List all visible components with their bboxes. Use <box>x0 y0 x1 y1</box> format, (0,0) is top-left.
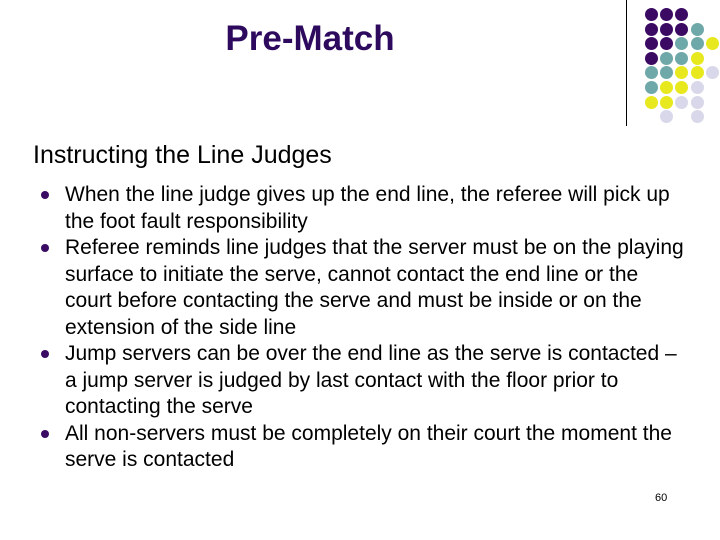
decorative-dot <box>660 66 674 80</box>
decorative-dot <box>660 95 674 109</box>
decorative-dot <box>660 110 674 124</box>
bullet-item: All non-servers must be completely on th… <box>33 421 688 474</box>
decorative-dot <box>690 66 704 80</box>
slide-body: Instructing the Line Judges When the lin… <box>33 140 688 474</box>
bullet-dot-icon <box>41 191 49 199</box>
decorative-dot <box>675 95 689 109</box>
bullet-item: Referee reminds line judges that the ser… <box>33 235 688 341</box>
decorative-dot <box>645 66 658 80</box>
decorative-dot <box>675 66 689 80</box>
decorative-dot <box>690 81 704 94</box>
decorative-dot <box>675 37 689 51</box>
decorative-dot <box>660 8 674 21</box>
bullet-dot-icon <box>41 429 49 438</box>
bullet-dot-icon <box>41 244 49 252</box>
bullet-list: When the line judge gives up the end lin… <box>33 182 688 474</box>
decorative-dot <box>705 66 719 80</box>
page-title: Pre-Match <box>225 19 395 58</box>
bullet-text: When the line judge gives up the end lin… <box>65 183 670 233</box>
section-heading: Instructing the Line Judges <box>33 141 332 169</box>
decorative-dot <box>660 51 674 65</box>
decorative-dot <box>675 51 689 65</box>
vertical-divider-line <box>626 0 627 126</box>
decorative-dot <box>675 22 689 36</box>
page-number: 60 <box>655 492 668 504</box>
bullet-dot-icon <box>41 350 49 358</box>
decorative-dot <box>645 95 658 109</box>
bullet-text: All non-servers must be completely on th… <box>65 421 672 472</box>
bullet-item: When the line judge gives up the end lin… <box>33 182 688 235</box>
decorative-dot <box>660 22 674 36</box>
decorative-dot <box>645 81 658 94</box>
decorative-dot <box>705 37 719 51</box>
decorative-dot-grid <box>645 8 720 124</box>
decorative-dot <box>690 110 704 124</box>
decorative-dot <box>675 81 689 94</box>
decorative-dot <box>645 51 658 65</box>
bullet-item: Jump servers can be over the end line as… <box>33 341 688 421</box>
decorative-dot <box>645 37 658 51</box>
decorative-dot <box>690 51 704 65</box>
bullet-text: Jump servers can be over the end line as… <box>65 342 677 418</box>
decorative-dot <box>690 22 704 36</box>
decorative-dot <box>645 22 658 36</box>
decorative-dot <box>645 8 658 21</box>
decorative-dot <box>660 37 674 51</box>
decorative-dot <box>660 81 674 94</box>
decorative-dot <box>690 37 704 51</box>
bullet-text: Referee reminds line judges that the ser… <box>65 236 684 339</box>
decorative-dot <box>690 95 704 109</box>
decorative-dot <box>675 8 689 21</box>
